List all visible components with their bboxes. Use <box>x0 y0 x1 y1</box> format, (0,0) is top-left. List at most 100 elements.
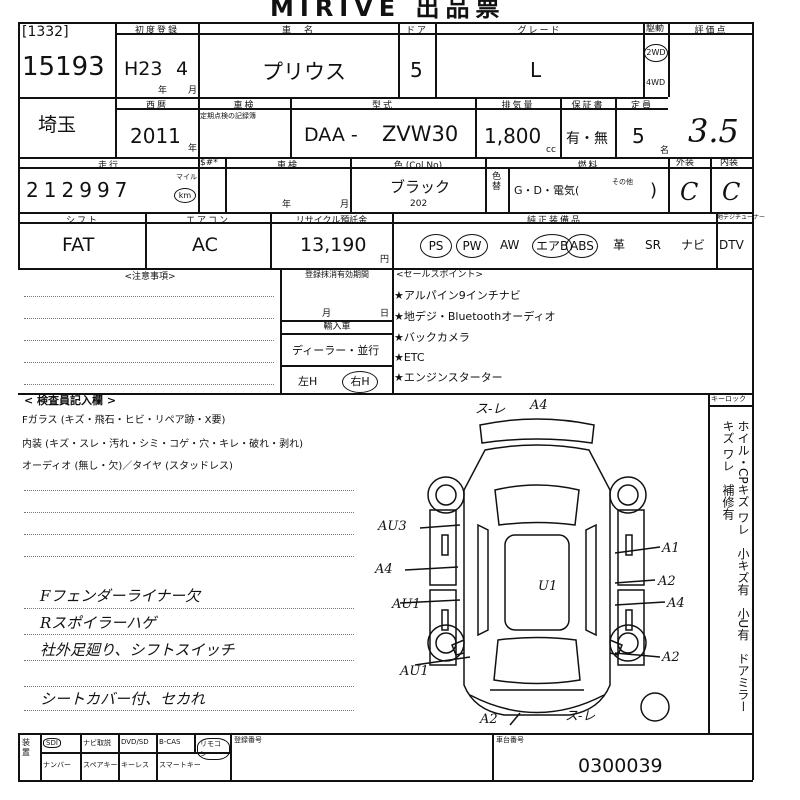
warranty-label: 保証書 <box>571 101 605 111</box>
inspection-label: 車検 <box>276 161 299 171</box>
shaken-note: 定期点検の記録簿 <box>200 112 256 120</box>
damage-mark: A2 <box>479 712 498 727</box>
mileage-unit-mile: マイル <box>176 173 197 181</box>
warranty: 有・無 <box>566 131 608 147</box>
damage-mark: AU3 <box>377 519 407 534</box>
equipment-item: ナビ <box>681 238 706 252</box>
lot-number: [1332] <box>22 24 69 40</box>
recycle-label: リサイクル預託金 <box>295 216 368 226</box>
handwritten-note: シートカバー付、セカれ <box>40 690 206 708</box>
sales-point: ★地デジ・Bluetoothオーディオ <box>394 310 556 323</box>
equip-bottom-item: B-CAS <box>159 738 181 746</box>
notes-label: <注意事項> <box>124 272 176 282</box>
doors-label: ドア <box>405 26 428 36</box>
score-label: 評価点 <box>694 26 728 36</box>
inspection-month-unit: 月 <box>340 200 350 210</box>
equipment-item: ABS <box>566 234 598 258</box>
recycle-unit: 円 <box>380 255 390 265</box>
equip-bottom-item: ナンバー <box>43 761 71 769</box>
handwritten-note: Fフェンダーライナー欠 <box>40 587 201 605</box>
seireki-unit: 年 <box>188 144 198 154</box>
equip-bottom-item: リモコン <box>197 738 230 760</box>
damage-mark: AU1 <box>391 597 421 612</box>
reg-expiry-label: 登録抹消有効期間 <box>305 270 369 279</box>
color-number: 202 <box>410 199 428 209</box>
capacity-unit: 名 <box>660 146 670 156</box>
chassis-label: 車台番号 <box>496 736 524 744</box>
inspector-label: < 検査員記入欄 > <box>24 394 117 407</box>
score: 3.5 <box>688 112 739 150</box>
reg-expiry-month: 月 <box>322 309 332 319</box>
displacement-unit: cc <box>546 145 556 155</box>
shift: FAT <box>62 234 95 256</box>
color-swap-label: 色替 <box>492 172 502 192</box>
equip-bottom-item: ナビ取説 <box>83 739 111 747</box>
mileage-digit: 9 <box>96 178 110 202</box>
mileage-label: 走行 <box>97 161 120 171</box>
reg-expiry-day: 日 <box>380 309 390 319</box>
hdtv-label: 地デジチューナー <box>717 214 766 221</box>
interior-grade: C <box>722 178 741 206</box>
reg-no-label: 登録番号 <box>234 736 262 744</box>
sales-point: ★エンジンスターター <box>394 371 503 384</box>
equipment-item: DTV <box>719 238 744 252</box>
equip-bottom-item: SDI <box>43 738 61 748</box>
reg-month: 4 <box>176 58 189 80</box>
meter-swap-label: $#* <box>200 158 218 168</box>
import-label: 輸入車 <box>323 322 351 332</box>
inspector-line: 内装 (キズ・スレ・汚れ・シミ・コゲ・穴・キレ・破れ・剥れ) <box>22 439 303 450</box>
grade: L <box>530 58 542 82</box>
damage-mark: A4 <box>666 596 685 611</box>
reg-era-year: H23 <box>124 58 163 80</box>
damage-mark: ス-レ <box>565 709 595 724</box>
mileage: 2 1 2 9 9 7 <box>26 178 127 202</box>
sales-point: ★アルパイン9インチナビ <box>394 289 521 302</box>
shift-label: シフト <box>65 216 99 226</box>
equipment-item: PS <box>420 234 452 258</box>
inspection-year-unit: 年 <box>282 200 292 210</box>
car-name-label: 車 名 <box>281 26 315 36</box>
model: ZVW30 <box>382 122 459 146</box>
car-name: プリウス <box>262 60 346 84</box>
handwritten-note: 社外足廻り、シフトスイッチ <box>40 641 235 659</box>
interior-label: 内装 <box>720 158 739 168</box>
handle-left: 左H <box>298 375 318 388</box>
displacement: 1,800 <box>484 124 542 148</box>
seireki-label: 西暦 <box>145 101 168 111</box>
fuel-label: 燃料 <box>577 161 600 171</box>
side-notes: ホイル・CPキズ ワレ 小キズ有 小U有 ドアミラーキズ ワレ 補修有 <box>721 420 750 713</box>
equipment-item: PW <box>456 234 488 258</box>
sales-point: ★ETC <box>394 351 425 364</box>
fuel-close: ) <box>650 180 658 201</box>
equip-bottom-item: DVD/SD <box>121 738 149 746</box>
equipment-item: AW <box>500 238 520 252</box>
model-prefix: DAA - <box>304 124 358 146</box>
damage-mark: AU1 <box>399 664 429 679</box>
mileage-digit: 9 <box>79 178 92 202</box>
mileage-digit: 2 <box>61 178 75 202</box>
year-unit: 年 <box>158 86 168 96</box>
recycle-fee: 13,190 <box>300 234 367 256</box>
capacity: 5 <box>632 124 645 148</box>
mileage-digit: 1 <box>43 178 57 202</box>
handwritten-note: Rスポイラーハゲ <box>40 614 156 632</box>
exterior-label: 外装 <box>676 158 695 168</box>
damage-mark: A2 <box>661 650 680 665</box>
aircon-label: エアコン <box>185 216 230 226</box>
damage-mark: U1 <box>538 579 557 594</box>
handle-right: 右H <box>342 371 378 393</box>
inspector-line: Fガラス (キズ・飛石・ヒビ・リペア跡・X要) <box>22 415 226 426</box>
model-label: 型式 <box>371 101 394 111</box>
damage-mark: A4 <box>529 398 548 413</box>
sales-label: <セールスポイント> <box>396 270 484 280</box>
exterior-grade: C <box>680 178 699 206</box>
color-label: 色 (Col.No) <box>393 161 443 171</box>
mileage-digit: 2 <box>26 178 39 202</box>
month-unit: 月 <box>188 86 198 96</box>
import-type: ディーラー・並行 <box>292 344 380 357</box>
equip-bottom-item: キーレス <box>121 761 149 769</box>
damage-mark: A2 <box>657 574 676 589</box>
mileage-unit-km: km <box>174 188 196 203</box>
equipment-label: 純正装備品 <box>526 216 582 226</box>
